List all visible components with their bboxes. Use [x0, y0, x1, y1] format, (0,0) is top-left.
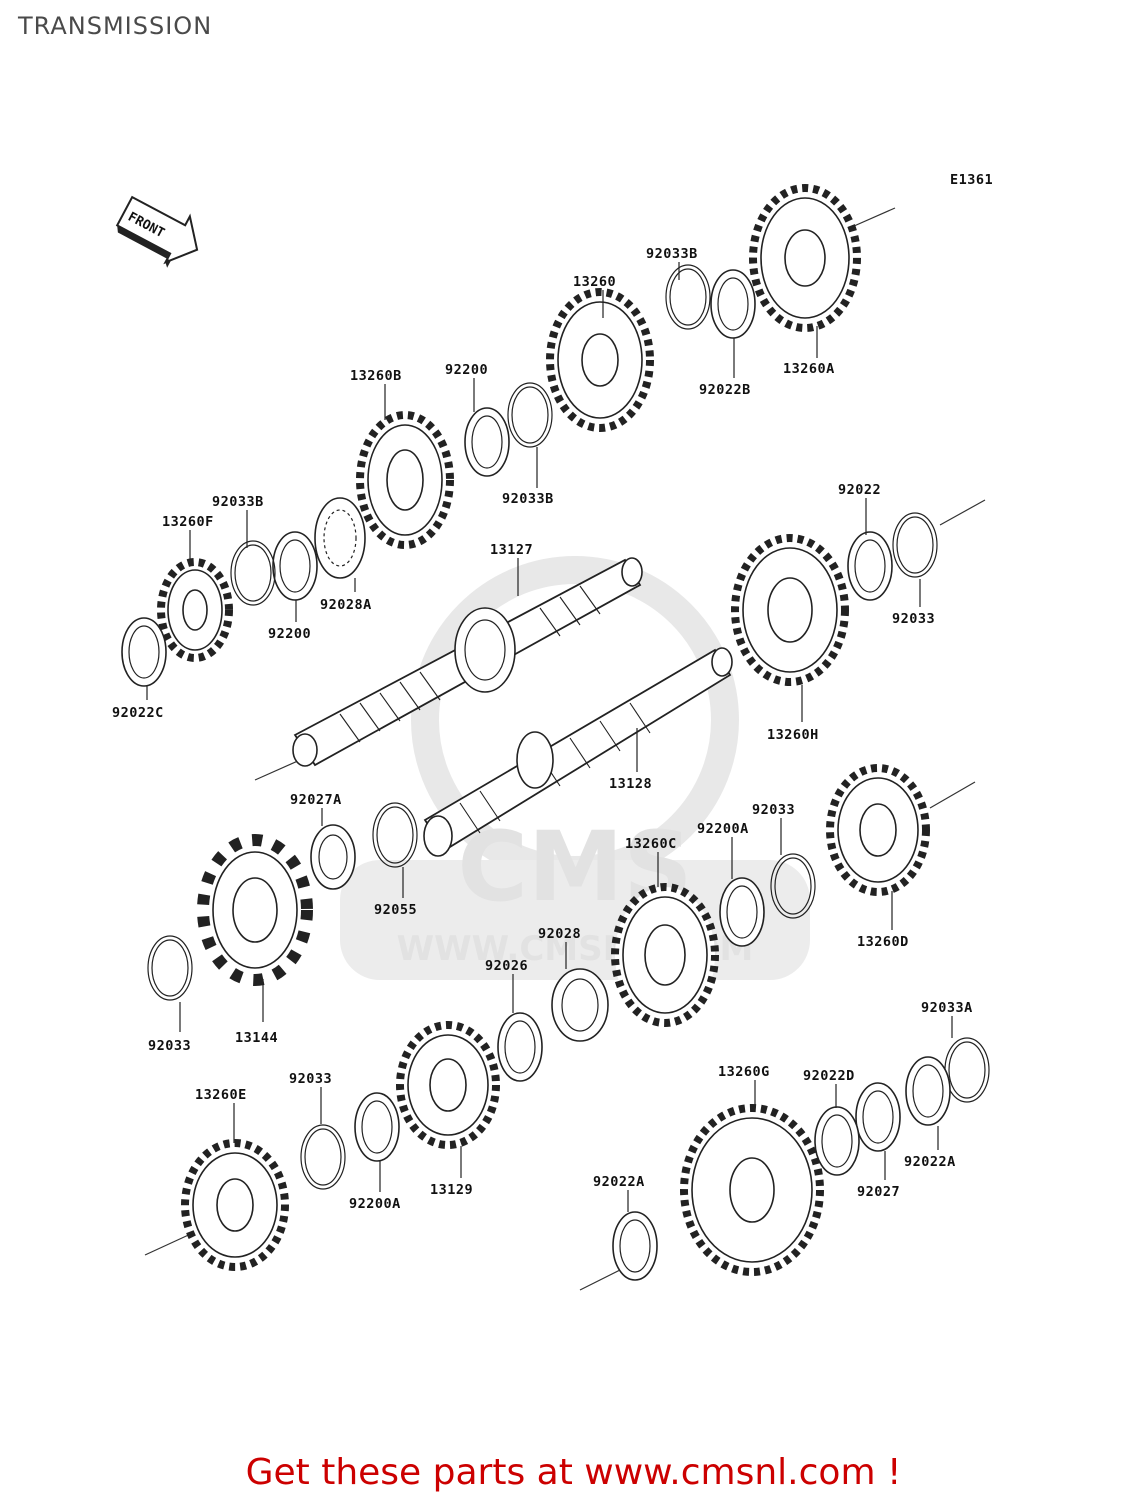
part-label: 92027A [290, 792, 342, 808]
washer-92026 [497, 1012, 543, 1082]
gear-13129 [396, 1021, 500, 1149]
gear-13260A [749, 184, 861, 332]
part-label: 13260B [350, 368, 402, 384]
gear-13260C [611, 883, 719, 1027]
part-label: 92200 [445, 362, 488, 378]
part-label: 13127 [490, 542, 533, 558]
part-label: 13260G [718, 1064, 770, 1080]
part-label: 13128 [609, 776, 652, 792]
part-label: 92033 [892, 611, 935, 627]
splined-washer-92200-left [272, 531, 318, 601]
gear-13260G [680, 1104, 824, 1276]
part-label: 92200A [697, 821, 749, 837]
part-label: 13260H [767, 727, 819, 743]
circlip-92033B-left [230, 540, 276, 606]
part-label: 13144 [235, 1030, 278, 1046]
part-label: 92055 [374, 902, 417, 918]
part-label: 92022 [838, 482, 881, 498]
gear-13260 [546, 288, 654, 432]
part-label: 92022B [699, 382, 751, 398]
splined-washer-92200-top [464, 407, 510, 477]
part-label: 92033 [752, 802, 795, 818]
footer-link-text[interactable]: Get these parts at www.cmsnl.com ! [245, 1452, 902, 1493]
part-label: 92033B [502, 491, 554, 507]
shaft-13128 [423, 647, 733, 857]
circlip-92033-right [892, 512, 938, 578]
part-label: 92022A [593, 1174, 645, 1190]
circlip-92033A [944, 1037, 990, 1103]
part-label: 92033 [289, 1071, 332, 1087]
part-label: 13260 [573, 274, 616, 290]
gear-13260E [181, 1139, 289, 1271]
shaft-13127 [292, 557, 643, 767]
part-label: 92033B [212, 494, 264, 510]
washer-92022D [814, 1106, 860, 1176]
washer-92022A-right [905, 1056, 951, 1126]
leader-lines [146, 262, 953, 1212]
gear-13260F [157, 558, 233, 662]
collar-92027 [855, 1082, 901, 1152]
part-label: 92028A [320, 597, 372, 613]
part-label: 92022D [803, 1068, 855, 1084]
part-label: 13260D [857, 934, 909, 950]
washer-92022 [847, 531, 893, 601]
circlip-92033B-top [665, 264, 711, 330]
gear-13260B [356, 411, 454, 549]
part-label: 92033 [148, 1038, 191, 1054]
part-label: 92028 [538, 926, 581, 942]
part-label: 13129 [430, 1182, 473, 1198]
needle-bearing-92028A [314, 497, 366, 579]
washer-92022B [710, 269, 756, 339]
splined-washer-92200A-mid [719, 877, 765, 947]
page-title: TRANSMISSION [18, 12, 213, 40]
part-label: 92033B [646, 246, 698, 262]
part-label: 92033A [921, 1000, 973, 1016]
part-labels: 92033B 13260 92022B 13260A 13260B 92200 … [112, 246, 973, 1212]
circlip-92033B-mid [507, 382, 553, 448]
splined-washer-92200A-low [354, 1092, 400, 1162]
part-label: 92200A [349, 1196, 401, 1212]
part-label: 92022A [904, 1154, 956, 1170]
part-label: 13260E [195, 1087, 247, 1103]
collar-92027A [310, 824, 356, 890]
washer-92022C [121, 617, 167, 687]
needle-bearing-92028 [551, 968, 609, 1042]
gear-13260H [731, 534, 849, 686]
part-label: 13260A [783, 361, 835, 377]
circlip-92033-left [147, 935, 193, 1001]
part-label: 92027 [857, 1184, 900, 1200]
circlip-92033-low [300, 1124, 346, 1190]
diagram-ref-code: E1361 [950, 172, 993, 188]
part-label: 13260F [162, 514, 214, 530]
part-label: 92022C [112, 705, 164, 721]
part-label: 92200 [268, 626, 311, 642]
part-label: 92026 [485, 958, 528, 974]
front-arrow-icon: FRONT [115, 195, 199, 268]
washer-92022A-low [612, 1211, 658, 1281]
gear-13260D [826, 764, 930, 896]
o-ring-92055 [372, 802, 418, 868]
sprocket-13144 [197, 834, 313, 986]
part-label: 13260C [625, 836, 677, 852]
